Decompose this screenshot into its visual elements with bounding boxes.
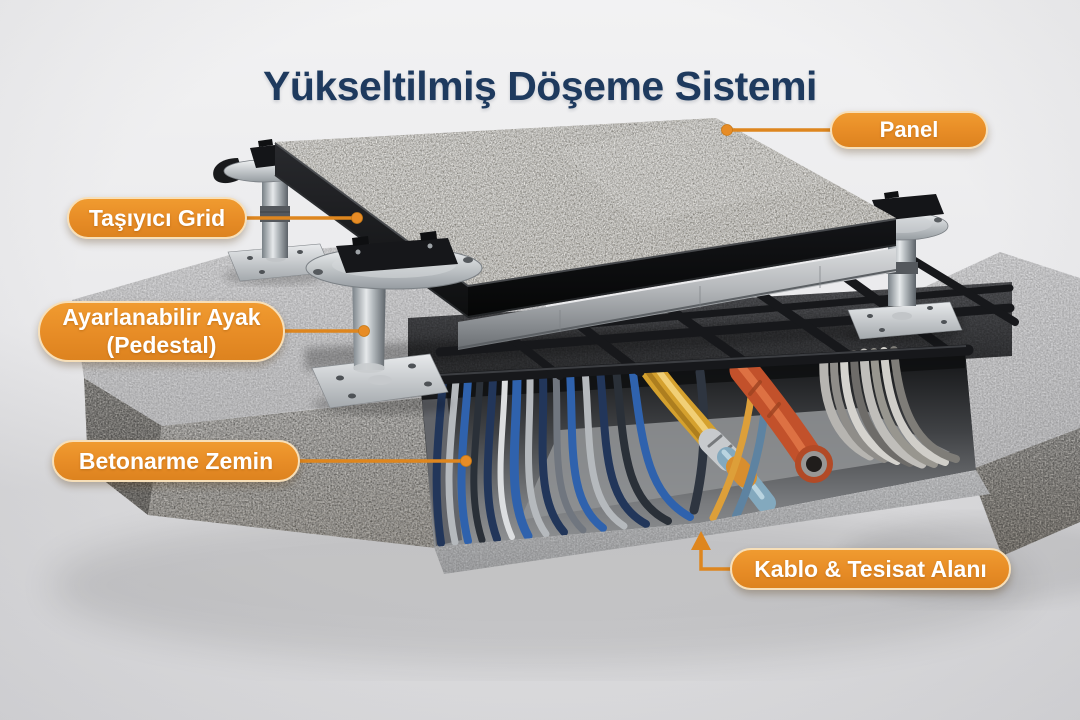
- page-title: Yükseltilmiş Döşeme Sistemi: [263, 63, 817, 110]
- label-carrier-grid-text: Taşıyıcı Grid: [88, 204, 226, 231]
- label-adjustable-pedestal-text: Ayarlanabilir Ayak (Pedestal): [62, 304, 260, 358]
- label-cable-area: Kablo & Tesisat Alanı: [730, 548, 1011, 590]
- label-concrete-floor-text: Betonarme Zemin: [78, 447, 274, 474]
- label-adjustable-pedestal: Ayarlanabilir Ayak (Pedestal): [38, 301, 285, 362]
- label-cable-area-text: Kablo & Tesisat Alanı: [754, 555, 987, 582]
- label-panel-text: Panel: [879, 117, 939, 142]
- label-carrier-grid: Taşıyıcı Grid: [67, 197, 247, 239]
- label-panel: Panel: [830, 111, 988, 149]
- label-adjustable-pedestal-line2: (Pedestal): [106, 331, 217, 358]
- label-adjustable-pedestal-line1: Ayarlanabilir Ayak: [62, 304, 261, 331]
- label-concrete-floor: Betonarme Zemin: [52, 440, 300, 482]
